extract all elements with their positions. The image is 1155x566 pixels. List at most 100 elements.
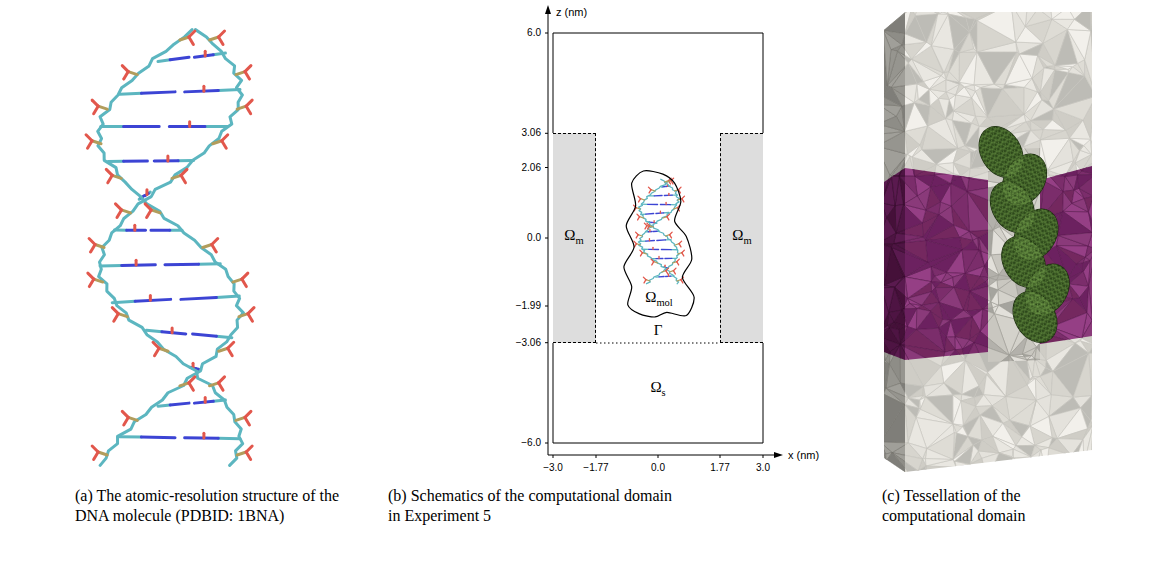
mesh-triangle (953, 395, 962, 401)
mesh-triangle (938, 12, 948, 14)
mesh-triangle (1035, 347, 1046, 360)
mesh-triangle (1054, 72, 1085, 108)
mesh-triangle (934, 164, 953, 174)
mesh-triangle (944, 49, 954, 72)
mesh-triangle (1038, 4, 1052, 19)
mesh-triangle (914, 102, 930, 125)
mesh-triangle (954, 111, 976, 123)
mesh-triangle (959, 82, 974, 87)
base-ring (170, 403, 189, 405)
mesh-triangle (902, 42, 927, 59)
phosphate-oxygen (641, 253, 643, 256)
mesh-triangle (877, 104, 878, 134)
mesh-triangle (974, 395, 983, 407)
phosphate-oxygen (682, 253, 684, 256)
mesh-triangle (1084, 464, 1090, 474)
mesh-triangle (946, 4, 966, 18)
mesh-triangle (1046, 343, 1075, 371)
mesh-triangle (1022, 426, 1030, 437)
base-ring (648, 204, 658, 205)
mesh-triangle (976, 395, 993, 407)
mesh-triangle (1051, 371, 1073, 397)
phosphate-oxygen (649, 190, 651, 193)
mesh-triangle (1058, 211, 1092, 235)
phosphate-oxygen (246, 106, 251, 114)
base-oxygen (668, 274, 669, 276)
mesh-triangle (980, 415, 993, 440)
mesh-triangle (1097, 159, 1098, 482)
base-ring (141, 92, 175, 93)
mesh-triangle (938, 98, 949, 118)
mesh-triangle (953, 395, 962, 401)
mesh-triangle (1019, 54, 1037, 78)
base-ring (169, 125, 205, 128)
tessellation (876, 2, 1098, 482)
base-ring (663, 186, 666, 188)
mesh-triangle (878, 31, 883, 105)
mesh-triangle (978, 440, 999, 453)
tick (658, 455, 659, 458)
mesh-triangle (1097, 2, 1098, 482)
mesh-triangle (1055, 63, 1077, 66)
mesh-triangle (919, 400, 920, 409)
mesh-triangle (1024, 130, 1041, 146)
mesh-triangle (1030, 400, 1049, 426)
mesh-triangle (964, 85, 975, 92)
phosphate-oxygen (114, 314, 119, 322)
mesh-triangle (1055, 69, 1069, 72)
mesh-triangle (1050, 4, 1090, 7)
mesh-triangle (1033, 469, 1046, 475)
mesh-triangle (876, 479, 987, 482)
mesh-triangle (944, 383, 962, 395)
mesh-triangle (1035, 347, 1046, 360)
mesh-triangle (931, 46, 954, 73)
mesh-triangle (918, 459, 926, 471)
mesh-triangle (1005, 52, 1020, 85)
mesh-triangle (954, 95, 972, 111)
mesh-triangle (1048, 138, 1074, 170)
tick (545, 33, 548, 34)
mesh-triangle (979, 375, 987, 395)
mesh-triangle (1011, 4, 1038, 11)
mesh-triangle (1049, 416, 1057, 438)
phosphate-oxygen (648, 226, 650, 229)
mesh-triangle (954, 98, 976, 116)
mesh-triangle (1089, 345, 1095, 353)
mesh-triangle (962, 361, 979, 395)
mesh-triangle (953, 436, 973, 459)
mesh-triangle (976, 116, 988, 126)
mesh-triangle (876, 332, 880, 482)
mesh-triangle (1019, 43, 1043, 55)
mesh-triangle (1067, 29, 1090, 59)
mesh-triangle (929, 76, 946, 90)
mesh-triangle (1050, 4, 1067, 19)
mesh-triangle (1074, 4, 1090, 31)
mesh-triangle (987, 458, 1033, 481)
mesh-triangle (1050, 4, 1090, 7)
mesh-triangle (1027, 359, 1035, 377)
mesh-triangle (954, 32, 969, 53)
mesh-triangle (959, 49, 977, 53)
phosphate-oxygen (679, 244, 681, 247)
mesh-triangle (1046, 470, 1087, 479)
mesh-triangle (927, 433, 955, 460)
mesh-triangle (1081, 341, 1095, 353)
mesh-triangle (984, 375, 1006, 397)
mesh-triangle (915, 3, 938, 16)
base-bond (205, 125, 228, 128)
phosphate-oxygen (242, 279, 247, 287)
mesh-triangle (1031, 100, 1054, 121)
mesh-triangle (928, 119, 958, 149)
mesh-triangle (876, 2, 920, 8)
mesh-triangle (923, 383, 943, 397)
base-ring (124, 125, 160, 128)
mesh-triangle (992, 406, 1009, 424)
mesh-triangle (965, 361, 987, 375)
mesh-triangle (1043, 19, 1067, 43)
mesh-triangle (1049, 70, 1069, 101)
mesh-triangle (1049, 397, 1081, 416)
mesh-triangle (973, 440, 982, 451)
mesh-triangle (976, 116, 988, 126)
base-oxygen (202, 86, 205, 91)
mesh-triangle (916, 418, 953, 449)
